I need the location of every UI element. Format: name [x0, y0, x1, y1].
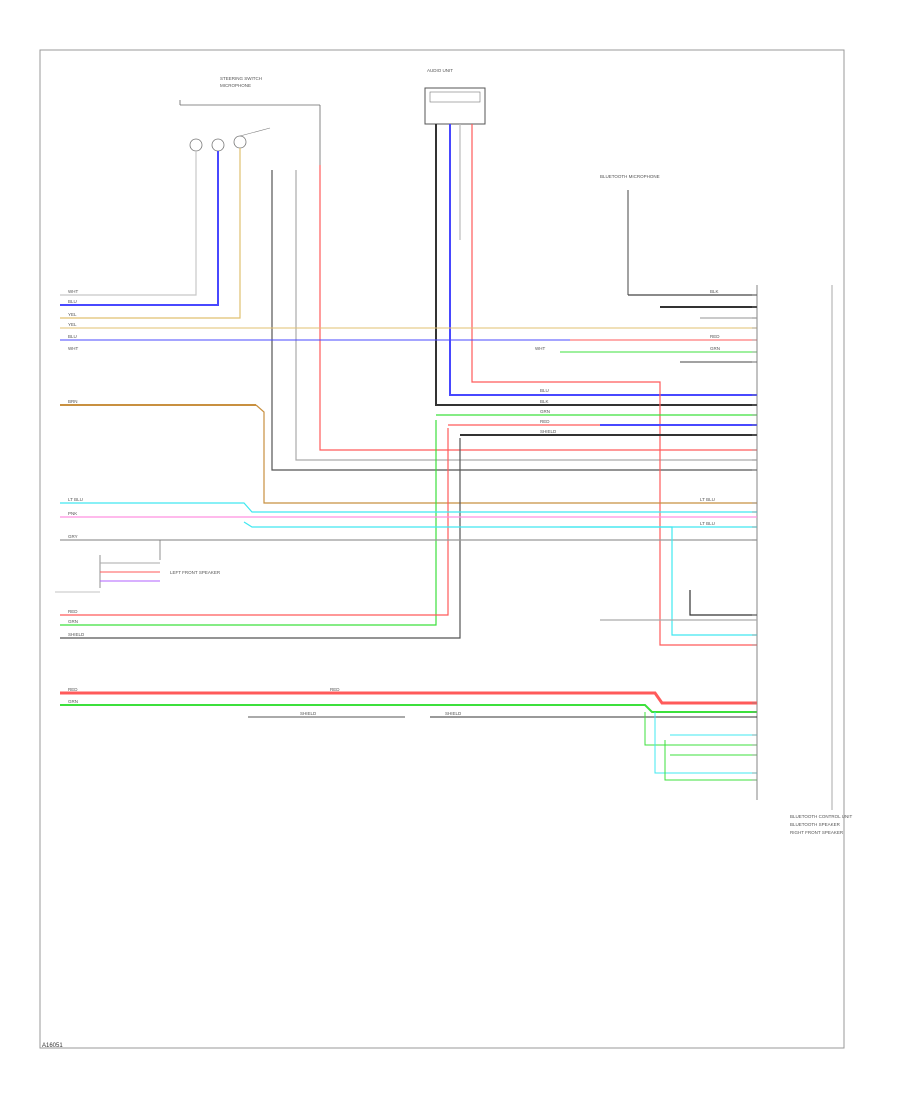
steering-switch-label: STEERING SWITCH — [220, 76, 262, 81]
connector-pin-ticks — [752, 294, 757, 781]
label-grn-3: GRN — [540, 409, 550, 414]
wire-green-mid — [60, 420, 437, 626]
wire-blue-2 — [449, 124, 757, 396]
connector-pin-1 — [189, 138, 203, 152]
label-blk-r: BLK — [710, 289, 719, 294]
label-ltblu: LT BLU — [68, 497, 83, 502]
label-blk: BLK — [540, 399, 549, 404]
usb-unit-label: AUDIO UNIT — [427, 68, 453, 73]
label-wht: WHT — [68, 289, 78, 294]
label-yel: YEL — [68, 312, 77, 317]
speaker-unit-label: BLUETOOTH SPEAKER — [790, 822, 841, 827]
right-speaker-label: RIGHT FRONT SPEAKER — [790, 830, 844, 835]
vertical-wires-left — [60, 148, 757, 471]
wire-gray-1 — [295, 170, 757, 461]
label-ltblu-r: LT BLU — [700, 497, 715, 502]
label-shield: SHIELD — [68, 632, 85, 637]
microphone-label: BLUETOOTH MICROPHONE — [600, 174, 660, 179]
label-red-2: RED — [68, 687, 78, 692]
label-pnk: PNK — [68, 511, 77, 516]
label-blu: BLU — [68, 299, 77, 304]
horizontal-wires-bottom — [60, 691, 757, 781]
footer-code: A16051 — [42, 1043, 63, 1049]
wire-black-mid — [60, 438, 461, 639]
label-wht-2: WHT — [68, 346, 78, 351]
control-unit-label: BLUETOOTH CONTROL UNIT — [790, 814, 853, 819]
label-shield-2: SHIELD — [540, 429, 557, 434]
vertical-wires-center — [435, 124, 757, 646]
mic-wires — [628, 294, 757, 319]
label-grn-r: GRN — [710, 346, 720, 351]
horizontal-wires-upper — [60, 327, 757, 504]
wire-black-1 — [271, 170, 757, 471]
wire-red-2 — [471, 124, 757, 646]
side-switch-component: LEFT FRONT SPEAKER — [55, 540, 221, 593]
wire-blue-1 — [60, 151, 219, 306]
label-red-3: RED — [540, 419, 550, 424]
label-red-r: RED — [710, 334, 720, 339]
wire-yellow-1 — [60, 148, 241, 319]
label-ltblu-r2: LT BLU — [700, 521, 715, 526]
label-grn: GRN — [68, 619, 78, 624]
horizontal-wires-middle — [60, 414, 757, 639]
connector-pin-2 — [211, 138, 225, 152]
mic-label: MICROPHONE — [220, 83, 251, 88]
audio-unit-component: AUDIO UNIT — [424, 68, 486, 125]
label-yel-2: YEL — [68, 322, 77, 327]
label-shield-b2: SHIELD — [445, 711, 462, 716]
steering-switch-component: STEERING SWITCH MICROPHONE — [179, 76, 321, 165]
label-wht-3: WHT — [535, 346, 545, 351]
control-unit-connector: BLUETOOTH CONTROL UNIT BLUETOOTH SPEAKER… — [756, 285, 853, 835]
wire-black-2 — [435, 124, 757, 406]
wire-white-1 — [60, 151, 197, 296]
label-brn: BRN — [68, 399, 78, 404]
label-red: RED — [68, 609, 78, 614]
bluetooth-microphone-component: BLUETOOTH MICROPHONE — [600, 174, 660, 295]
wire-red-mid — [60, 428, 449, 616]
label-blu-3: BLU — [540, 388, 549, 393]
horizontal-wires-colored — [60, 502, 757, 636]
diagram-frame — [39, 49, 845, 1049]
label-shield-b: SHIELD — [300, 711, 317, 716]
label-blu-2: BLU — [68, 334, 77, 339]
wire-red-1 — [319, 165, 757, 451]
label-gry: GRY — [68, 534, 78, 539]
connector-pin-3 — [233, 135, 247, 149]
label-grn-2: GRN — [68, 699, 78, 704]
wire-labels: WHT BLU YEL YEL BLU WHT BRN LT BLU PNK G… — [68, 289, 720, 716]
label-red-b: RED — [330, 687, 340, 692]
left-speaker-label: LEFT FRONT SPEAKER — [170, 570, 221, 575]
